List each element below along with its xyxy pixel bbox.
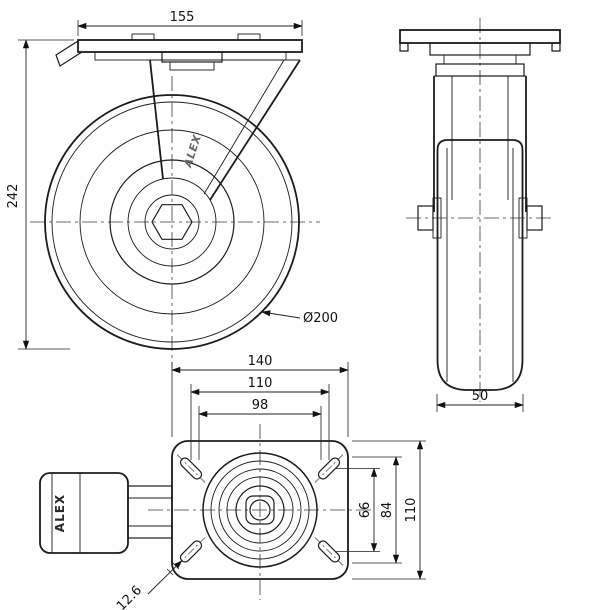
wheel-front	[44, 94, 300, 350]
axle-washer-circle	[144, 194, 200, 250]
dim-text-140: 140	[248, 354, 273, 369]
dim-text-50: 50	[472, 389, 489, 404]
slot-width-ticks	[166, 562, 180, 576]
slot-centerlines	[176, 454, 344, 566]
dim-text-242: 242	[6, 184, 21, 209]
dimension-98: 98	[198, 398, 322, 460]
mounting-plate-front	[55, 33, 303, 67]
axle-boss-right	[518, 197, 528, 239]
plate-end-lips	[399, 43, 561, 52]
front-view: ALEX 155 242 Ø200	[6, 10, 338, 368]
hub-outer-circle	[109, 159, 235, 285]
tire-side-outline	[436, 139, 524, 391]
top-view: ALEX 140 110 98 66 8	[39, 354, 426, 610]
dim-text-98: 98	[252, 398, 269, 413]
tire-sidewall-lines	[446, 148, 514, 382]
axle-hex-nut	[151, 204, 193, 240]
dimension-110-height: 110	[352, 440, 426, 580]
dimension-84: 84	[352, 456, 402, 564]
plate-bent-tab	[55, 40, 83, 67]
dim-text-84: 84	[380, 502, 395, 519]
dimension-50: 50	[436, 389, 524, 412]
dim-text-155: 155	[170, 10, 195, 25]
swivel-raceway-top	[202, 452, 318, 568]
brand-logo-top: ALEX	[53, 494, 67, 532]
fork-inner-lines	[451, 76, 509, 200]
wheel-side	[436, 139, 524, 391]
dimension-140: 140	[171, 354, 349, 437]
dimension-110-width: 110	[190, 376, 330, 460]
rivet-head-left	[131, 33, 155, 41]
dim-text-66: 66	[358, 502, 373, 519]
dim-text-d200: Ø200	[303, 311, 338, 326]
rim-circle	[79, 129, 265, 315]
axle-boss-left	[432, 197, 442, 239]
dimension-wheel-diameter: Ø200	[261, 310, 338, 326]
kingpin-hole	[249, 499, 271, 521]
hub-inner-circle	[127, 177, 217, 267]
brake-lever-top: ALEX	[39, 472, 173, 554]
brake-pedal-ribs	[51, 473, 81, 553]
fork-right-edge	[209, 59, 301, 201]
tire-inner-circle	[51, 101, 293, 343]
fork-inner-edge	[203, 59, 285, 195]
swivel-race-band	[94, 51, 287, 61]
dim-text-110-width: 110	[248, 376, 273, 391]
fork-legs-side	[433, 75, 527, 212]
side-view: 50	[399, 18, 561, 412]
kingpin-top	[245, 495, 275, 525]
dimension-242: 242	[6, 39, 74, 350]
rivet-head-right	[237, 33, 261, 41]
brake-arm	[127, 485, 173, 539]
tire-outer-circle	[44, 94, 300, 350]
brake-arm-lines	[128, 497, 172, 527]
fork-outer-lines	[433, 76, 527, 212]
dimension-155: 155	[77, 10, 303, 36]
dimension-66: 66	[336, 467, 380, 553]
dim-text-110-height: 110	[404, 498, 419, 523]
fork-left-edge	[149, 59, 164, 180]
axle-side	[406, 197, 554, 239]
kingpin-collar-2	[169, 61, 215, 71]
